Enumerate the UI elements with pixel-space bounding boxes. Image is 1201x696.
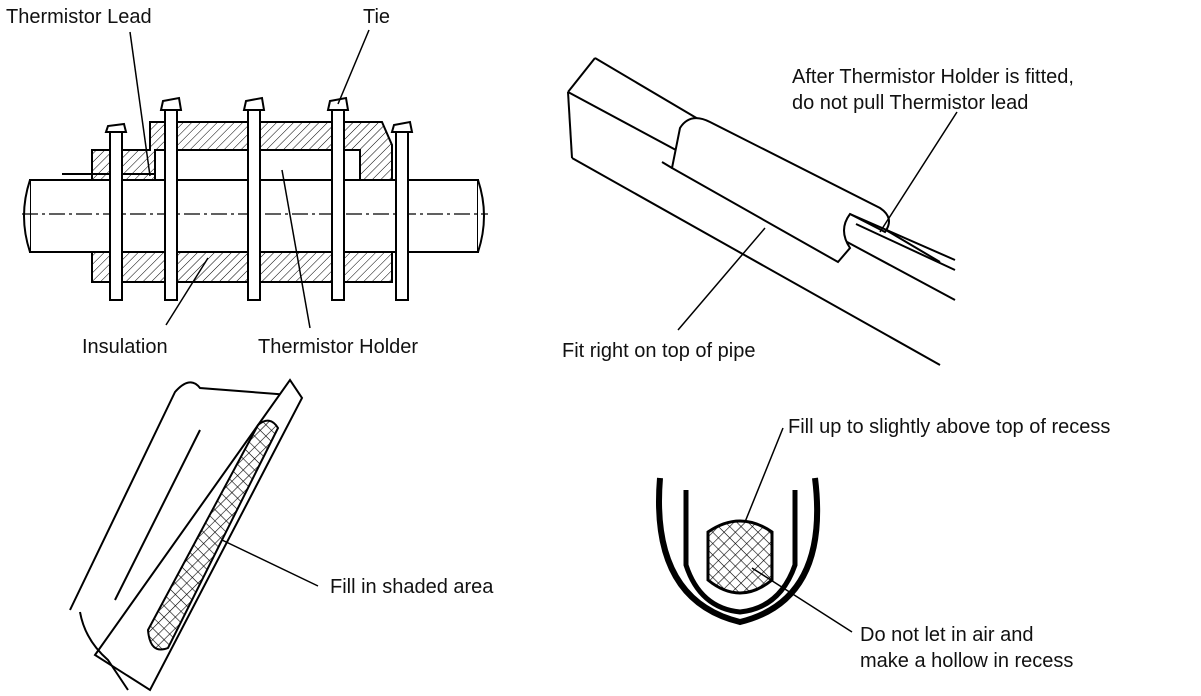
label-no-air-1: Do not let in air and	[860, 624, 1034, 646]
label-fill-shaded: Fill in shaded area	[330, 576, 494, 598]
ties	[104, 96, 414, 301]
label-thermistor-holder: Thermistor Holder	[258, 336, 419, 358]
cross-section-view	[22, 96, 488, 301]
label-insulation: Insulation	[82, 336, 168, 358]
fill-shaded-area	[146, 419, 280, 651]
label-after-fitted-2: do not pull Thermistor lead	[792, 92, 1029, 114]
label-no-air-2: make a hollow in recess	[860, 650, 1074, 672]
label-thermistor-lead: Thermistor Lead	[6, 6, 152, 28]
label-tie: Tie	[363, 6, 391, 28]
recess-fill	[706, 519, 774, 595]
holder-shape	[670, 117, 890, 264]
leader-lines	[129, 29, 958, 633]
holder-on-pipe-view	[567, 57, 956, 366]
label-fit-on-top: Fit right on top of pipe	[562, 340, 756, 362]
label-after-fitted-1: After Thermistor Holder is fitted,	[792, 66, 1074, 88]
label-fill-up: Fill up to slightly above top of recess	[788, 416, 1111, 438]
recess-section-view	[656, 477, 821, 626]
fill-groove-view	[69, 378, 304, 692]
